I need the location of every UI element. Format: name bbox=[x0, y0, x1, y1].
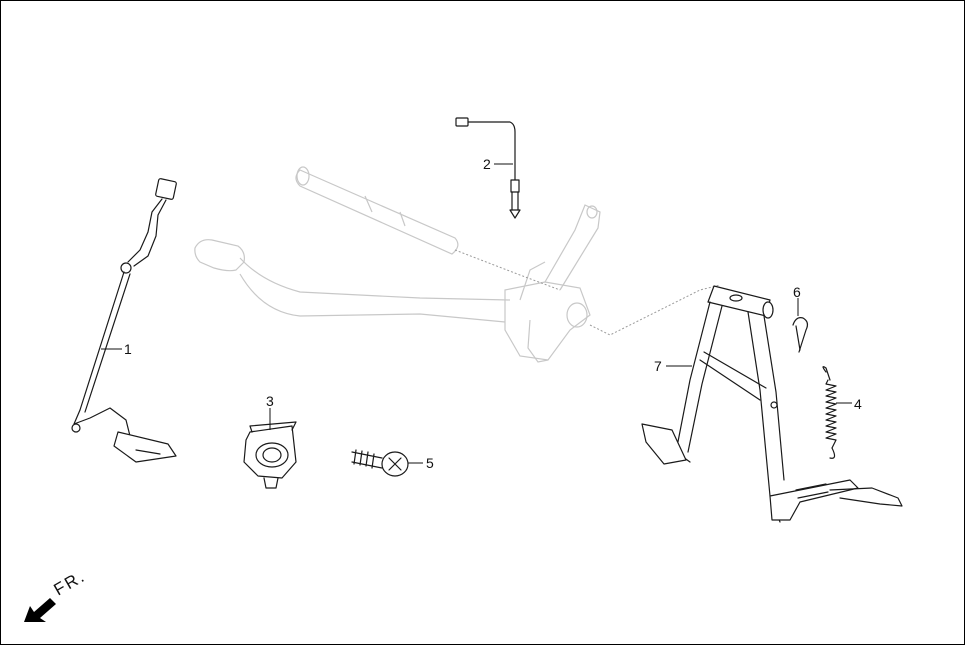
callout-2: 2 bbox=[483, 156, 491, 172]
callout-5: 5 bbox=[426, 455, 434, 471]
part-1-brake-switch-rod bbox=[71, 178, 177, 463]
ghost-brake-pedal-assembly bbox=[194, 166, 601, 363]
callout-6: 6 bbox=[793, 284, 801, 300]
part-2-sensor-wire bbox=[455, 117, 521, 219]
callout-4: 4 bbox=[854, 396, 862, 412]
arrow-front-icon bbox=[24, 598, 56, 622]
callout-7: 7 bbox=[654, 358, 662, 374]
part-5-screw bbox=[351, 449, 409, 477]
assembly-guide-line-2 bbox=[454, 249, 561, 291]
callout-1: 1 bbox=[124, 341, 132, 357]
callout-3: 3 bbox=[266, 393, 274, 409]
part-3-bushing-clip bbox=[243, 421, 297, 489]
assembly-guide-line-7 bbox=[589, 284, 721, 336]
part-6-cotter-pin bbox=[792, 317, 809, 353]
front-direction-label: FR. bbox=[51, 566, 89, 599]
part-7-center-stand bbox=[641, 285, 903, 523]
part-4-spring bbox=[822, 366, 837, 459]
